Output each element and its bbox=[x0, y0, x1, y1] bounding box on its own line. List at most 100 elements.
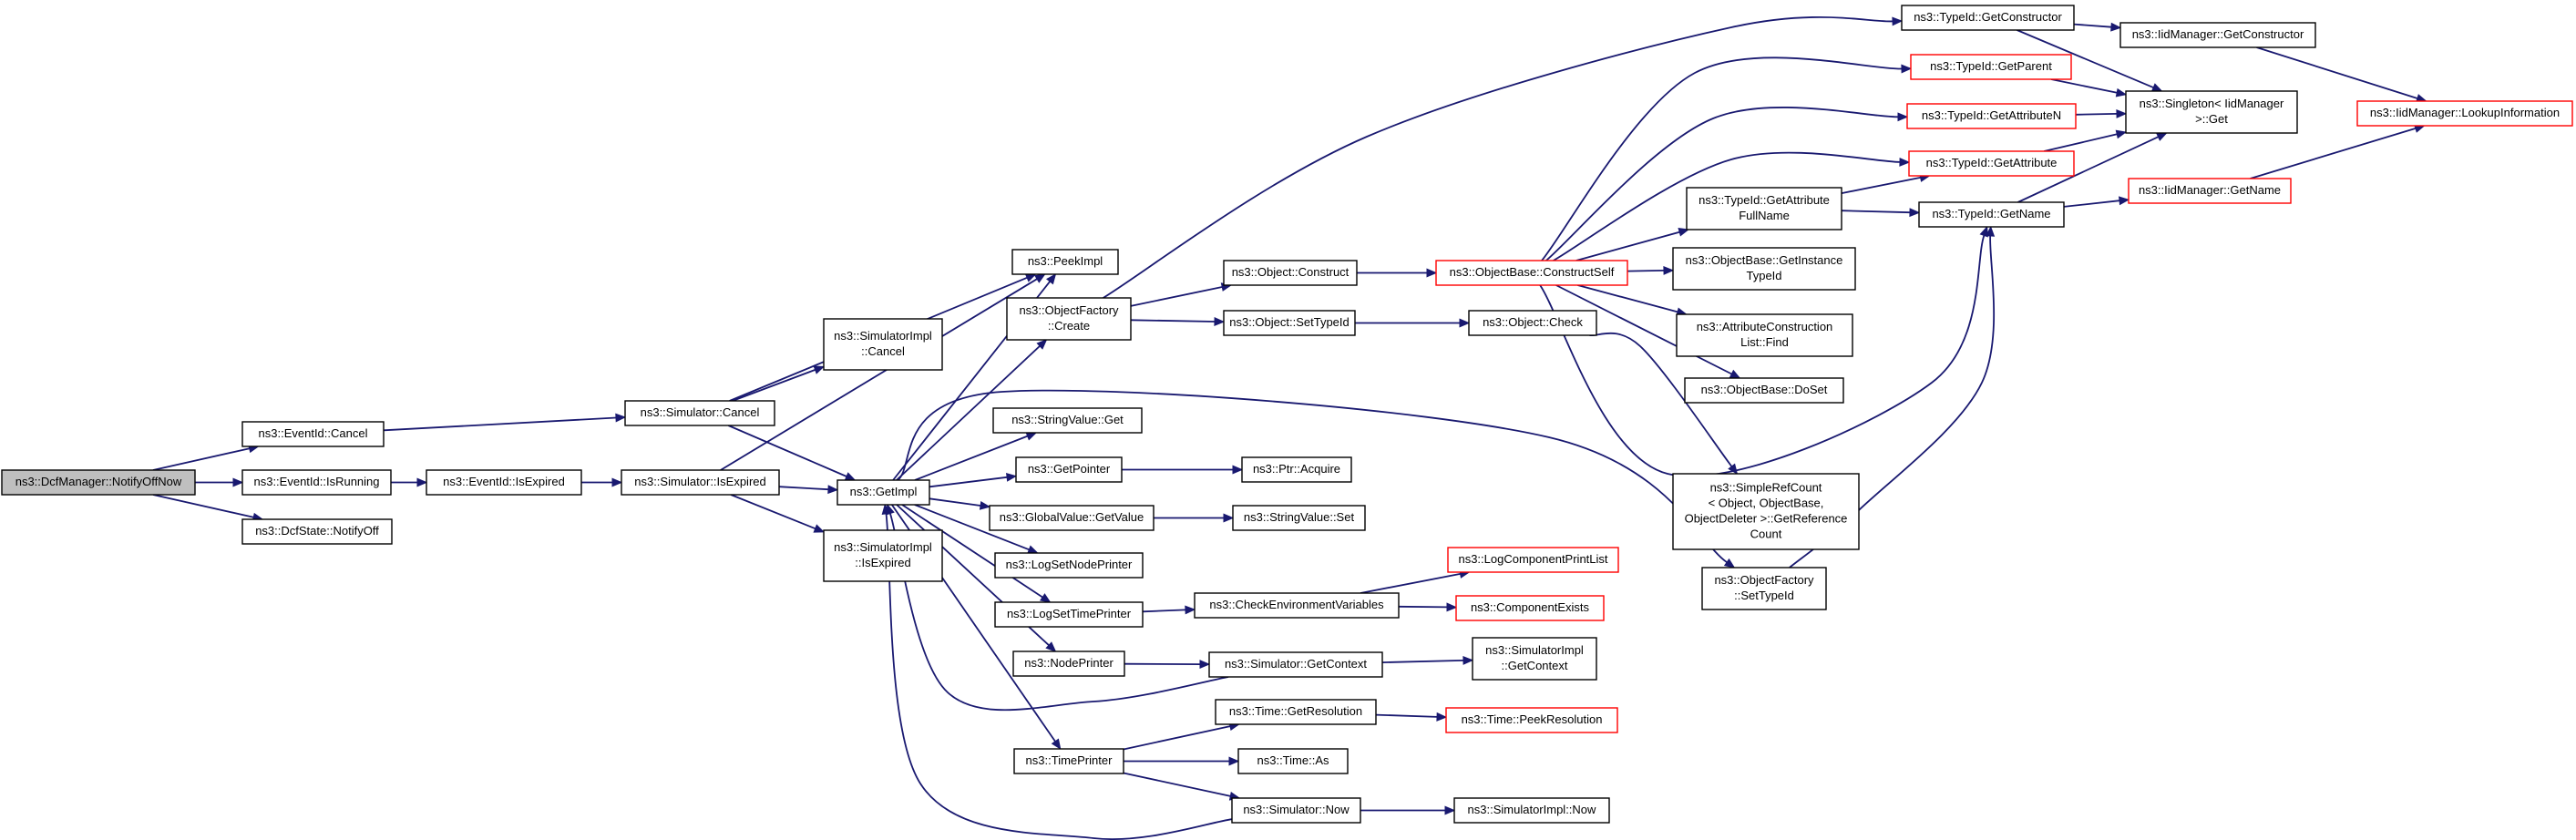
node-ns3-simplerefcount-object-objectbase-objectdeleter-getreference-count[interactable]: ns3::SimpleRefCount< Object, ObjectBase,… bbox=[1672, 473, 1860, 550]
node-ns3-typeid-getname[interactable]: ns3::TypeId::GetName bbox=[1918, 201, 2065, 228]
node-label: ns3::LogSetNodePrinter bbox=[1006, 558, 1133, 571]
node-ns3-componentexists[interactable]: ns3::ComponentExists bbox=[1455, 595, 1605, 621]
node-ns3-stringvalue-get[interactable]: ns3::StringValue::Get bbox=[992, 407, 1143, 434]
node-label: ns3::TimePrinter bbox=[1026, 753, 1114, 767]
node-ns3-typeid-getattributen[interactable]: ns3::TypeId::GetAttributeN bbox=[1906, 103, 2077, 129]
node-ns3-iidmanager-getconstructor[interactable]: ns3::IidManager::GetConstructor bbox=[2119, 22, 2316, 48]
edge-arrowhead bbox=[1051, 738, 1062, 751]
node-ns3-typeid-getattribute[interactable]: ns3::TypeId::GetAttribute bbox=[1908, 150, 2075, 177]
node-ns3-typeid-getconstructor[interactable]: ns3::TypeId::GetConstructor bbox=[1901, 5, 2075, 31]
node-box bbox=[2128, 178, 2292, 204]
node-ns3-simulator-getcontext[interactable]: ns3::Simulator::GetContext bbox=[1208, 651, 1383, 678]
node-ns3-getpointer[interactable]: ns3::GetPointer bbox=[1015, 456, 1123, 483]
node-label: ns3::Simulator::Cancel bbox=[641, 405, 760, 419]
edge-arrowhead bbox=[1462, 655, 1474, 665]
node-ns3-eventid-cancel[interactable]: ns3::EventId::Cancel bbox=[241, 421, 385, 447]
node-ns3-objectbase-constructself[interactable]: ns3::ObjectBase::ConstructSelf bbox=[1435, 260, 1628, 286]
node-ns3-time-peekresolution[interactable]: ns3::Time::PeekResolution bbox=[1445, 707, 1618, 733]
node-ns3-simulator-now[interactable]: ns3::Simulator::Now bbox=[1231, 797, 1361, 824]
node-label: ns3::ComponentExists bbox=[1471, 600, 1590, 614]
node-box bbox=[1447, 547, 1619, 573]
node-box bbox=[1208, 651, 1383, 678]
call-edges bbox=[152, 15, 2427, 840]
node-box bbox=[1006, 297, 1132, 341]
edge-arrowhead bbox=[1046, 272, 1057, 285]
edge-arrowhead bbox=[1006, 473, 1018, 482]
node-ns3-globalvalue-getvalue[interactable]: ns3::GlobalValue::GetValue bbox=[989, 505, 1155, 531]
node-label: ns3::Singleton< IidManager bbox=[2140, 97, 2284, 110]
edge-arrowhead bbox=[2156, 132, 2168, 141]
node-label: ns3::IidManager::GetConstructor bbox=[2132, 27, 2304, 41]
node-box bbox=[1241, 456, 1352, 483]
node-ns3-time-as[interactable]: ns3::Time::As bbox=[1237, 748, 1349, 774]
node-ns3-eventid-isrunning[interactable]: ns3::EventId::IsRunning bbox=[241, 469, 392, 496]
edge-n28-n37 bbox=[1545, 107, 1909, 261]
edge-arrowhead bbox=[1232, 465, 1244, 475]
node-label: ns3::DcfManager::NotifyOffNow bbox=[15, 475, 182, 488]
edge-line bbox=[2073, 23, 2112, 28]
node-ns3-logcomponentprintlist[interactable]: ns3::LogComponentPrintList bbox=[1447, 547, 1619, 573]
node-ns3-objectfactory-create[interactable]: ns3::ObjectFactory::Create bbox=[1006, 297, 1132, 341]
node-ns3-logsetnodeprinter[interactable]: ns3::LogSetNodePrinter bbox=[994, 552, 1144, 579]
node-ns3-checkenvironmentvariables[interactable]: ns3::CheckEnvironmentVariables bbox=[1194, 592, 1400, 619]
node-box bbox=[1445, 707, 1618, 733]
node-ns3-ptr-acquire[interactable]: ns3::Ptr::Acquire bbox=[1241, 456, 1352, 483]
node-box bbox=[1676, 313, 1853, 357]
node-label: ::IsExpired bbox=[855, 556, 910, 569]
node-ns3-simulatorimpl-cancel[interactable]: ns3::SimulatorImpl::Cancel bbox=[823, 318, 943, 371]
edge-arrowhead bbox=[1025, 432, 1038, 441]
node-ns3-object-settypeid[interactable]: ns3::Object::SetTypeId bbox=[1223, 310, 1356, 336]
node-label: ns3::TypeId::GetAttributeN bbox=[1922, 108, 2061, 122]
node-ns3-object-check[interactable]: ns3::Object::Check bbox=[1468, 310, 1597, 336]
edge-line bbox=[2075, 113, 2118, 116]
node-box bbox=[241, 421, 385, 447]
node-ns3-time-getresolution[interactable]: ns3::Time::GetResolution bbox=[1215, 699, 1377, 725]
edge-arrowhead bbox=[1045, 641, 1057, 652]
node-ns3-eventid-isexpired[interactable]: ns3::EventId::IsExpired bbox=[426, 469, 582, 496]
edge-line bbox=[732, 369, 816, 402]
edge-arrowhead bbox=[2119, 196, 2130, 206]
node-ns3-timeprinter[interactable]: ns3::TimePrinter bbox=[1013, 748, 1124, 774]
node-ns3-objectfactory-settypeid[interactable]: ns3::ObjectFactory::SetTypeId bbox=[1701, 567, 1827, 610]
node-ns3-peekimpl[interactable]: ns3::PeekImpl bbox=[1011, 249, 1119, 275]
node-label: ns3::Object::SetTypeId bbox=[1229, 315, 1350, 329]
edge-n20-n29 bbox=[1355, 318, 1471, 328]
edge-n8-n44 bbox=[897, 389, 1736, 569]
node-ns3-objectbase-doset[interactable]: ns3::ObjectBase::DoSet bbox=[1684, 377, 1844, 404]
edge-line bbox=[383, 416, 617, 432]
edge-n27-n8 bbox=[881, 503, 1233, 840]
node-label: List::Find bbox=[1740, 335, 1789, 349]
node-ns3-simulatorimpl-isexpired[interactable]: ns3::SimulatorImpl::IsExpired bbox=[823, 529, 943, 582]
node-ns3-dcfstate-notifyoff[interactable]: ns3::DcfState::NotifyOff bbox=[241, 518, 393, 545]
node-ns3-getimpl[interactable]: ns3::GetImpl bbox=[836, 479, 930, 506]
node-label: ns3::AttributeConstruction bbox=[1697, 320, 1833, 333]
edge-arrowhead bbox=[611, 477, 623, 487]
node-box bbox=[1455, 595, 1605, 621]
edge-n39-n38 bbox=[1841, 173, 1931, 194]
node-ns3-stringvalue-set[interactable]: ns3::StringValue::Set bbox=[1232, 505, 1366, 531]
node-box bbox=[1011, 249, 1119, 275]
node-ns3-simulator-isexpired[interactable]: ns3::Simulator::IsExpired bbox=[621, 469, 780, 496]
node-box bbox=[1701, 567, 1827, 610]
edge-n45-n49 bbox=[2256, 46, 2427, 103]
node-label: ns3::LogSetTimePrinter bbox=[1007, 607, 1132, 620]
node-label: >::Get bbox=[2195, 112, 2228, 126]
node-ns3-typeid-getparent[interactable]: ns3::TypeId::GetParent bbox=[1910, 54, 2072, 80]
node-box bbox=[1232, 505, 1366, 531]
node-ns3-nodeprinter[interactable]: ns3::NodePrinter bbox=[1012, 650, 1125, 677]
node-box bbox=[1231, 797, 1361, 824]
edge-n18-n25 bbox=[1123, 722, 1241, 751]
node-ns3-singleton-iidmanager-get[interactable]: ns3::Singleton< IidManager >::Get bbox=[2125, 90, 2298, 134]
node-ns3-iidmanager-lookupinformation[interactable]: ns3::IidManager::LookupInformation bbox=[2356, 100, 2573, 127]
node-ns3-simulatorimpl-now[interactable]: ns3::SimulatorImpl::Now bbox=[1453, 797, 1610, 824]
node-label: ns3::LogComponentPrintList bbox=[1458, 552, 1607, 566]
edge-arrowhead bbox=[2115, 87, 2128, 97]
node-ns3-logsettimeprinter[interactable]: ns3::LogSetTimePrinter bbox=[994, 601, 1144, 628]
node-ns3-simulatorimpl-getcontext[interactable]: ns3::SimulatorImpl::GetContext bbox=[1472, 637, 1597, 681]
node-ns3-iidmanager-getname[interactable]: ns3::IidManager::GetName bbox=[2128, 178, 2292, 204]
node-ns3-object-construct[interactable]: ns3::Object::Construct bbox=[1223, 260, 1358, 286]
node-ns3-simulator-cancel[interactable]: ns3::Simulator::Cancel bbox=[624, 400, 775, 426]
